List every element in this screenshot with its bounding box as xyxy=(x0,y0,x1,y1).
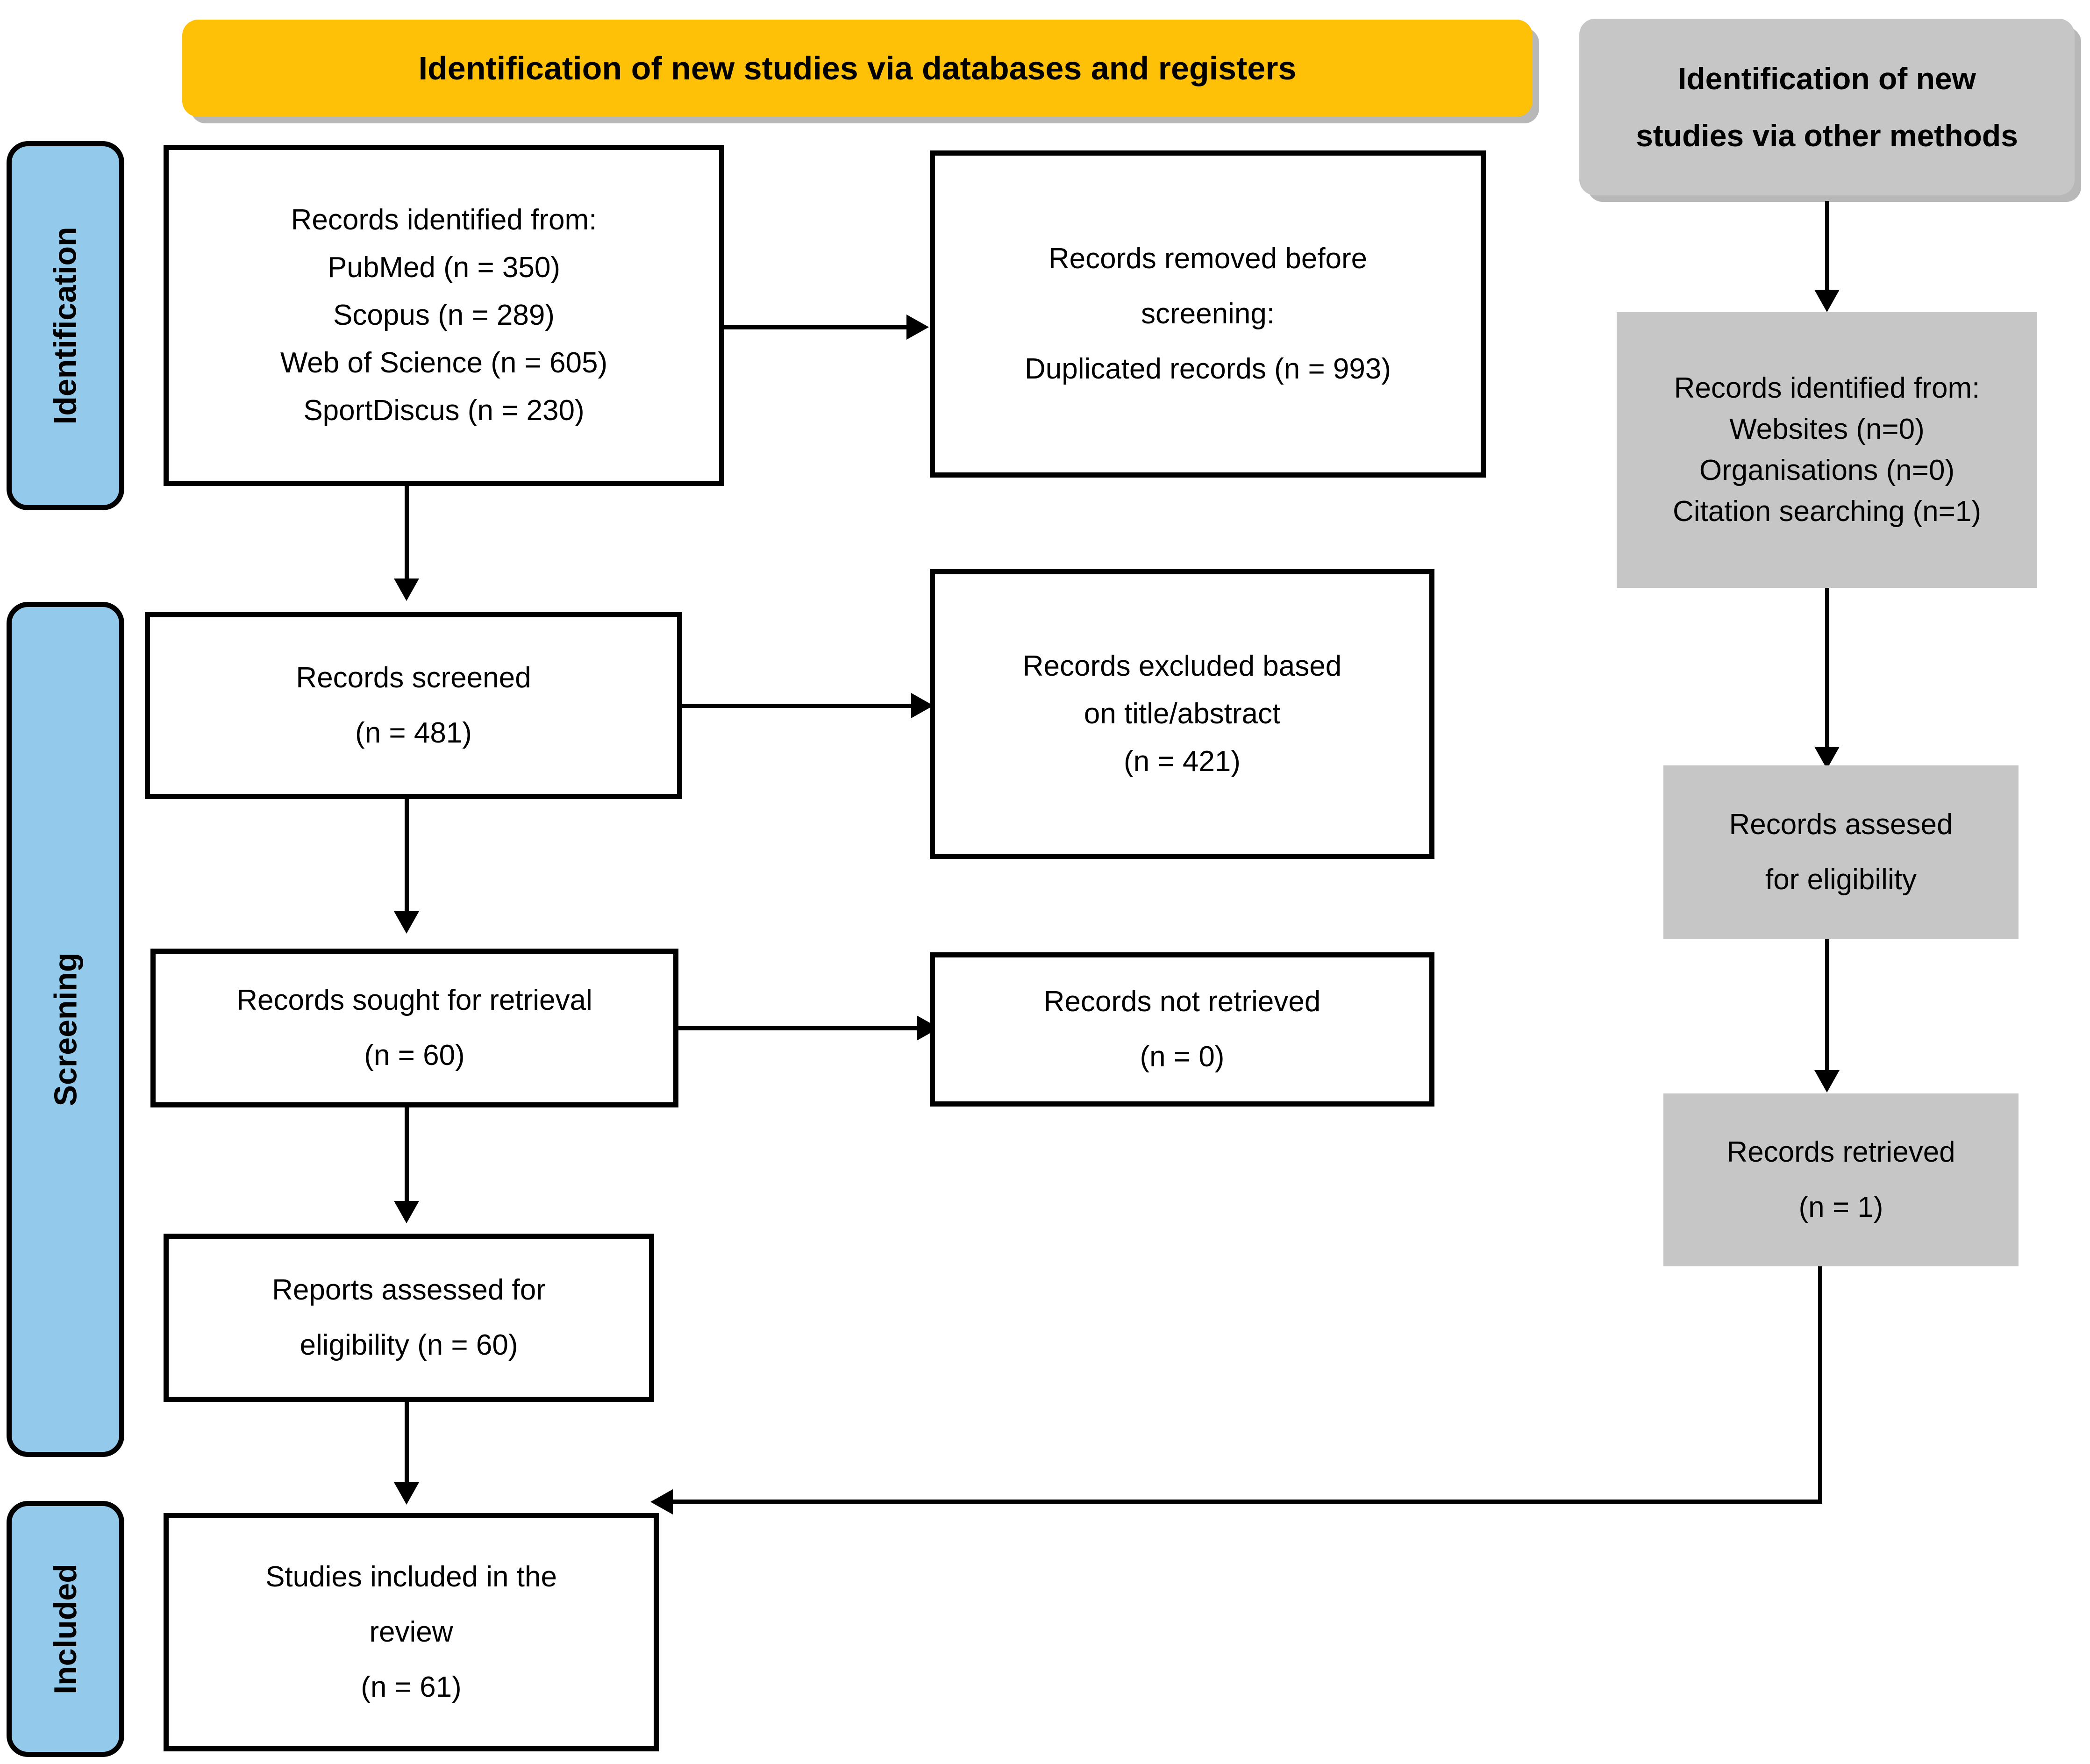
arrow-other-assessed-to-retrieved xyxy=(1808,939,1846,1093)
records-not-retrieved-line-2: (n = 0) xyxy=(1140,1041,1225,1073)
arrow-reports-assessed-to-included xyxy=(388,1402,425,1506)
other-records-assessed-line-1: Records assesed xyxy=(1729,808,1953,841)
records-excluded-line-1: Records excluded based xyxy=(1022,650,1342,682)
box-records-identified-databases: Records identified from: PubMed (n = 350… xyxy=(164,145,724,486)
stage-label-included: Included xyxy=(48,1564,84,1694)
records-identified-source-sportdiscus: SportDiscus (n = 230) xyxy=(303,394,585,427)
box-records-sought-for-retrieval: Records sought for retrieval (n = 60) xyxy=(150,949,678,1107)
box-reports-assessed-for-eligibility: Reports assessed for eligibility (n = 60… xyxy=(164,1234,654,1402)
box-records-retrieved-other-methods: Records retrieved (n = 1) xyxy=(1663,1093,2019,1266)
other-records-identified-source-citation: Citation searching (n=1) xyxy=(1673,495,1981,528)
records-excluded-line-2: on title/abstract xyxy=(1084,698,1281,730)
other-records-identified-heading: Records identified from: xyxy=(1674,372,1980,404)
studies-included-line-3: (n = 61) xyxy=(361,1671,462,1703)
box-records-excluded: Records excluded based on title/abstract… xyxy=(930,569,1434,859)
records-sought-line-2: (n = 60) xyxy=(364,1039,465,1071)
arrow-sought-to-not-retrieved xyxy=(678,1014,940,1042)
banner-other-methods: Identification of new studies via other … xyxy=(1579,19,2075,195)
other-records-assessed-line-2: for eligibility xyxy=(1765,864,1917,896)
arrow-screened-to-sought xyxy=(388,799,425,935)
stage-pill-screening: Screening xyxy=(7,602,124,1457)
banner-other-methods-label: Identification of new studies via other … xyxy=(1636,50,2018,164)
records-removed-line-1: Records removed before xyxy=(1048,243,1368,275)
banner-other-methods-line-1: Identification of new xyxy=(1677,61,1976,96)
stage-label-screening: Screening xyxy=(48,952,83,1107)
records-excluded-line-3: (n = 421) xyxy=(1124,745,1241,778)
studies-included-line-1: Studies included in the xyxy=(265,1561,557,1593)
records-removed-line-3: Duplicated records (n = 993) xyxy=(1024,353,1391,385)
box-records-screened: Records screened (n = 481) xyxy=(145,612,682,799)
other-records-retrieved-line-1: Records retrieved xyxy=(1726,1136,1955,1168)
banner-databases-and-registers: Identification of new studies via databa… xyxy=(182,20,1533,117)
records-screened-line-2: (n = 481) xyxy=(355,717,472,749)
records-not-retrieved-line-1: Records not retrieved xyxy=(1043,986,1321,1018)
box-records-removed-before-screening: Records removed before screening: Duplic… xyxy=(930,150,1486,478)
arrow-screened-to-excluded xyxy=(682,692,934,720)
box-records-identified-other-methods: Records identified from: Websites (n=0) … xyxy=(1617,312,2037,588)
records-identified-source-wos: Web of Science (n = 605) xyxy=(280,347,608,379)
box-studies-included-in-review: Studies included in the review (n = 61) xyxy=(164,1513,659,1751)
records-identified-heading: Records identified from: xyxy=(291,204,597,236)
arrow-other-identified-to-assessed xyxy=(1808,588,1846,770)
box-records-not-retrieved: Records not retrieved (n = 0) xyxy=(930,952,1434,1107)
reports-assessed-line-1: Reports assessed for xyxy=(272,1274,546,1306)
stage-pill-included: Included xyxy=(7,1501,124,1757)
records-identified-source-scopus: Scopus (n = 289) xyxy=(333,299,555,331)
banner-other-methods-line-2: studies via other methods xyxy=(1636,118,2018,153)
other-records-identified-source-websites: Websites (n=0) xyxy=(1729,413,1925,445)
other-records-retrieved-line-2: (n = 1) xyxy=(1798,1191,1883,1223)
stage-pill-identification: Identification xyxy=(7,141,124,510)
records-screened-line-1: Records screened xyxy=(296,662,531,694)
records-identified-source-pubmed: PubMed (n = 350) xyxy=(327,251,561,284)
arrow-sought-to-reports-assessed xyxy=(388,1107,425,1224)
records-removed-line-2: screening: xyxy=(1141,298,1275,330)
stage-label-identification: Identification xyxy=(48,227,84,425)
reports-assessed-line-2: eligibility (n = 60) xyxy=(300,1329,518,1361)
arrow-identified-to-removed xyxy=(724,313,930,341)
arrow-other-banner-to-identified xyxy=(1808,201,1846,313)
banner-databases-label: Identification of new studies via databa… xyxy=(418,50,1297,86)
box-records-assessed-other-methods: Records assesed for eligibility xyxy=(1663,765,2019,939)
elbow-connector-other-retrieved-to-included xyxy=(645,1266,1822,1547)
records-sought-line-1: Records sought for retrieval xyxy=(236,984,592,1016)
other-records-identified-source-organisations: Organisations (n=0) xyxy=(1699,454,1955,486)
studies-included-line-2: review xyxy=(369,1616,453,1648)
arrow-identified-to-screened xyxy=(388,486,425,602)
